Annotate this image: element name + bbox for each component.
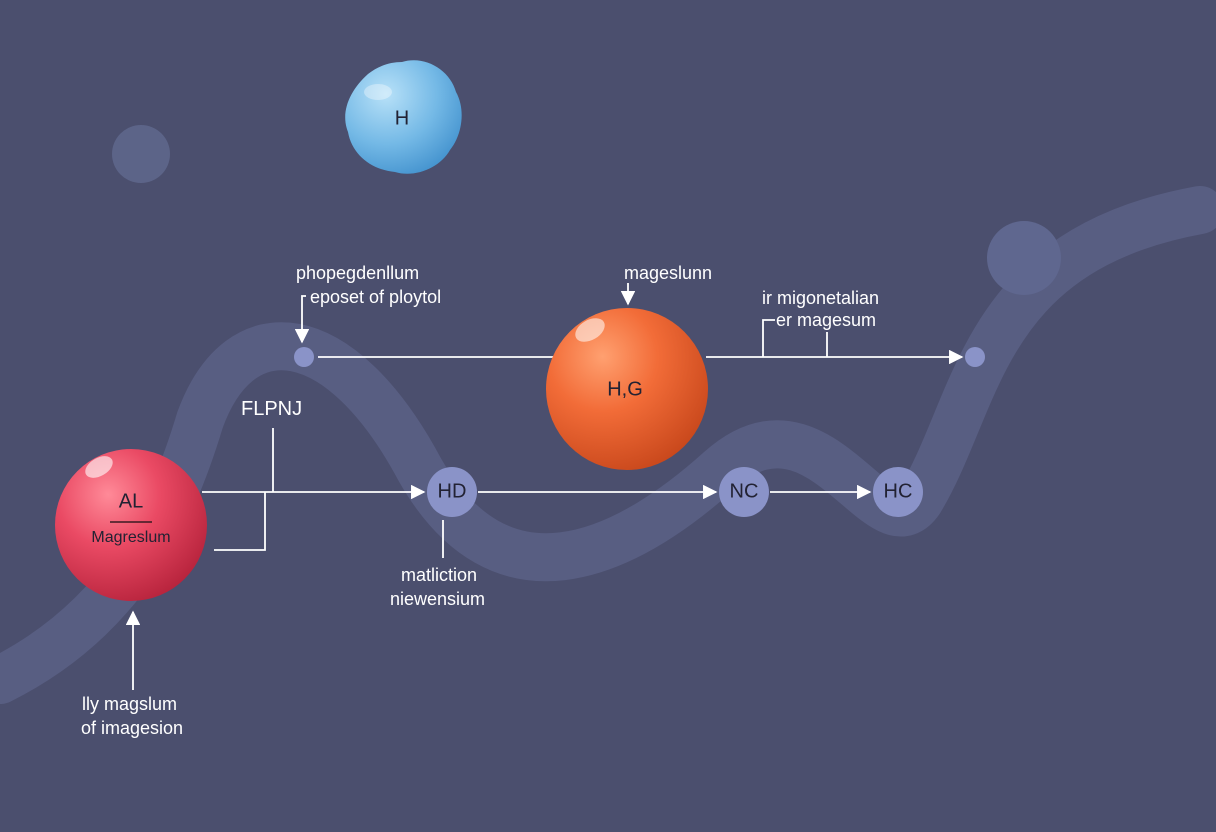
hd-node-shape — [427, 467, 477, 517]
small-node-top-right — [965, 347, 985, 367]
decor-circle-left — [112, 125, 170, 183]
annotation-flpnj: FLPNJ — [241, 398, 303, 420]
magnesium-node-label: Magreslum — [91, 529, 171, 546]
al-atom-shape — [55, 449, 207, 601]
h-node-label: H — [394, 107, 410, 130]
hg-node-label: H,G — [607, 378, 643, 401]
hc-node-label: HC — [883, 480, 913, 503]
annotation-top-right-line2: er magesum — [776, 310, 877, 330]
annotation-top-left-line2: eposet of ploytol — [310, 287, 442, 307]
annotation-bottom-left-line2: of imagesion — [81, 718, 184, 738]
background-wave — [0, 186, 1216, 704]
hc-node-shape — [873, 467, 923, 517]
annotation-mid-line1: matliction — [401, 565, 478, 585]
annotation-top-left-line1: phopegdenllum — [296, 263, 420, 283]
decor-circle-right — [987, 221, 1061, 295]
annotation-bottom-left-line1: lly magslum — [82, 694, 178, 714]
annotation-top-right-line1: ir migonetalian — [762, 288, 880, 308]
annotation-mid-line2: niewensium — [390, 589, 486, 609]
annotation-top-center: mageslunn — [624, 263, 713, 283]
nc-node-shape — [719, 467, 769, 517]
hd-node-label: HD — [437, 480, 467, 503]
small-node-top-left — [294, 347, 314, 367]
al-node-label: AL — [118, 490, 144, 513]
h-blob-shape — [345, 60, 462, 174]
hg-atom-shape — [546, 308, 708, 470]
nc-node-label: NC — [729, 480, 759, 503]
connector-lines — [125, 283, 964, 690]
